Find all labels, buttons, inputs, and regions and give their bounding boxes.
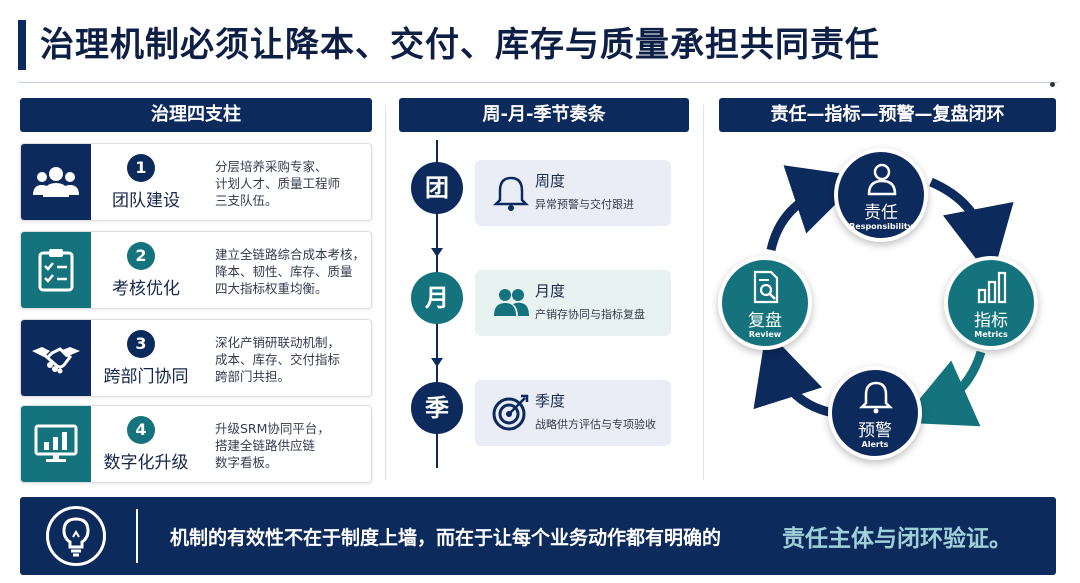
loop-node-english: Review — [748, 330, 782, 339]
loop-node-review: 复盘 Review — [718, 256, 812, 350]
rhythm-title: 周度 — [535, 172, 566, 190]
document-search-icon — [753, 270, 779, 304]
arrow-responsibility-to-metrics — [929, 177, 1014, 280]
pillars-header: 治理四支柱 — [20, 98, 372, 132]
rhythm-description: 战略供方评估与专项验收 — [535, 418, 656, 431]
person-icon — [867, 163, 897, 196]
rhythm-description: 异常预警与交付跟进 — [535, 198, 634, 211]
pillar-number: 4 — [127, 416, 155, 444]
column-divider — [703, 105, 704, 480]
pillar-name: 跨部门协同 — [103, 367, 189, 387]
bell-icon — [492, 176, 530, 211]
rhythm-header: 周-月-季节奏条 — [399, 98, 689, 132]
banner-highlight: 责任主体与闭环验证。 — [782, 526, 1012, 552]
target-icon — [492, 394, 529, 431]
loop-node-english: Metrics — [974, 330, 1008, 339]
loop-node-responsibility: 责任 Responsibility — [834, 148, 928, 242]
pillar-card-collaboration: 3 跨部门协同 深化产销研联动机制， 成本、库存、交付指标 跨部门共担。 — [20, 319, 372, 397]
rhythm-marker-quarter: 季 — [411, 382, 463, 434]
rhythm-marker-week: 团 — [411, 162, 463, 214]
loop-header: 责任—指标—预警—复盘闭环 — [719, 98, 1056, 132]
loop-node-metrics: 指标 Metrics — [944, 256, 1038, 350]
pillar-description: 深化产销研联动机制， 成本、库存、交付指标 跨部门共担。 — [215, 335, 341, 384]
rhythm-card-week: 周度 异常预警与交付跟进 — [475, 160, 671, 226]
loop-node-label: 责任 — [864, 203, 898, 223]
title-accent-bar — [18, 20, 26, 70]
bell-icon — [859, 381, 893, 414]
arrow-metrics-to-alerts — [900, 350, 986, 427]
loop-node-alerts: 预警 Alerts — [828, 366, 922, 460]
pillar-name: 考核优化 — [112, 279, 180, 299]
pillar-number: 2 — [127, 242, 155, 270]
banner-text: 机制的有效性不在于制度上墙，而在于让每个业务动作都有明确的 — [170, 527, 722, 549]
pillar-name: 数字化升级 — [103, 453, 189, 473]
rhythm-title: 月度 — [535, 282, 566, 300]
handshake-icon — [21, 320, 91, 396]
arrow-review-to-responsibility — [766, 165, 864, 252]
pillar-name: 团队建设 — [112, 191, 180, 211]
bar-chart-icon — [977, 271, 1007, 304]
loop-node-label: 指标 — [974, 311, 1008, 331]
pillar-card-assessment: 2 考核优化 建立全链路综合成本考核， 降本、韧性、库存、质量 四大指标权重均衡… — [20, 231, 372, 309]
pillar-card-team: 1 团队建设 分层培养采购专家、 计划人才、质量工程师 三支队伍。 — [20, 143, 372, 221]
page-title: 治理机制必须让降本、交付、库存与质量承担共同责任 — [40, 25, 880, 65]
conclusion-banner: 机制的有效性不在于制度上墙，而在于让每个业务动作都有明确的 责任主体与闭环验证。 — [20, 497, 1056, 575]
rhythm-card-quarter: 季度 战略供方评估与专项验收 — [475, 380, 671, 446]
pillar-description: 建立全链路综合成本考核， 降本、韧性、库存、质量 四大指标权重均衡。 — [215, 247, 366, 296]
team-icon — [21, 144, 91, 220]
pillar-number: 3 — [127, 330, 155, 358]
timeline-arrow — [431, 248, 443, 257]
banner-divider — [136, 509, 138, 563]
rhythm-title: 季度 — [535, 392, 566, 410]
title-divider — [18, 82, 1058, 83]
people-icon — [494, 289, 529, 316]
pillar-description: 分层培养采购专家、 计划人才、质量工程师 三支队伍。 — [215, 159, 341, 208]
corner-dot — [1050, 82, 1055, 87]
checklist-icon — [21, 232, 91, 308]
loop-node-english: Alerts — [861, 440, 889, 449]
loop-node-label: 预警 — [858, 421, 892, 441]
pillar-description: 升级SRM协同平台， 搭建全链路供应链 数字看板。 — [215, 421, 330, 470]
rhythm-description: 产销存协同与指标复盘 — [535, 308, 645, 321]
dashboard-icon — [21, 406, 91, 482]
loop-node-english: Responsibility — [849, 222, 913, 231]
lightbulb-icon — [46, 506, 106, 566]
timeline-arrow — [431, 358, 443, 367]
column-divider — [385, 105, 386, 480]
rhythm-marker-month: 月 — [411, 272, 463, 324]
loop-arrows — [753, 165, 1014, 427]
pillar-card-digital: 4 数字化升级 升级SRM协同平台， 搭建全链路供应链 数字看板。 — [20, 405, 372, 483]
rhythm-card-month: 月度 产销存协同与指标复盘 — [475, 270, 671, 336]
loop-node-label: 复盘 — [748, 311, 782, 331]
pillar-number: 1 — [127, 154, 155, 182]
arrow-alerts-to-review — [753, 329, 831, 417]
